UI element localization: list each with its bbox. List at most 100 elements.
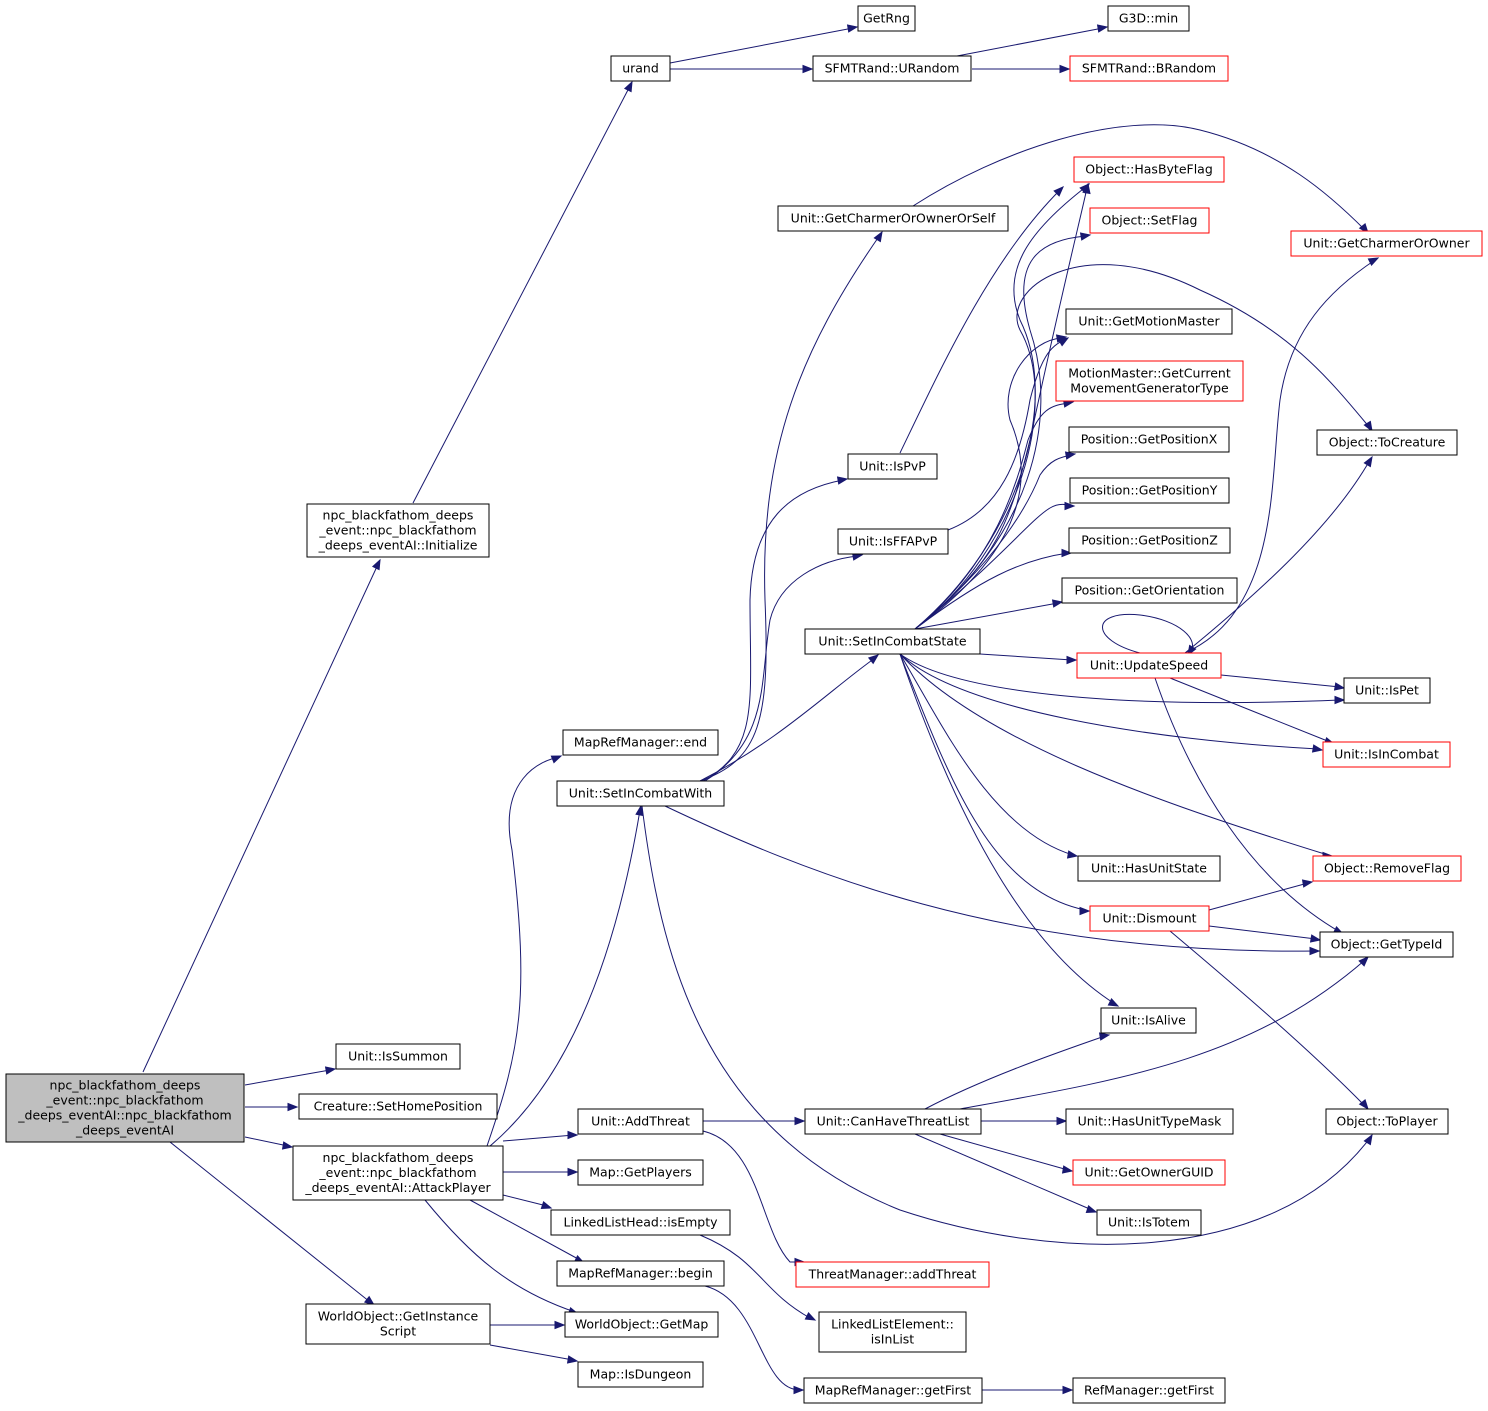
node-label: Unit::GetCharmerOrOwner [1303,236,1470,251]
node-box [1096,1209,1202,1236]
node-sethomeposition[interactable]: Creature::SetHomePosition [298,1093,498,1120]
node-isalive[interactable]: Unit::IsAlive [1100,1007,1197,1034]
node-toplayer[interactable]: Object::ToPlayer [1325,1108,1449,1135]
node-ispvp[interactable]: Unit::IsPvP [847,453,938,480]
node-box [1072,1159,1226,1186]
node-setflag[interactable]: Object::SetFlag [1089,207,1210,234]
edge-arrowhead-37 [1079,232,1092,241]
node-isinlist[interactable]: LinkedListElement::isInList [818,1311,967,1353]
edge-arrowhead-14 [540,1200,553,1210]
node-label: Unit::IsFFAPvP [849,534,938,549]
node-maprefend[interactable]: MapRefManager::end [562,729,719,756]
node-maprefbegin[interactable]: MapRefManager::begin [556,1260,725,1287]
edge-48 [979,653,1073,661]
node-getmotionmaster[interactable]: Unit::GetMotionMaster [1065,308,1233,335]
edge-arrowhead-41 [1064,451,1077,460]
node-isincombat[interactable]: Unit::IsInCombat [1322,741,1451,768]
node-getcurrentmovement[interactable]: MotionMaster::GetCurrentMovementGenerato… [1055,360,1244,402]
node-box [305,1303,491,1345]
node-box [1065,308,1233,335]
node-box [1316,429,1458,456]
node-getrng[interactable]: GetRng [857,5,916,32]
edge-35 [914,187,1088,630]
node-getplayers[interactable]: Map::GetPlayers [577,1159,704,1186]
node-brandom[interactable]: SFMTRand::BRandom [1069,55,1229,82]
node-getcharmerownerself[interactable]: Unit::GetCharmerOrOwnerOrSelf [777,205,1009,232]
node-addthreat[interactable]: Unit::AddThreat [577,1108,704,1135]
node-getownerguid[interactable]: Unit::GetOwnerGUID [1072,1159,1226,1186]
node-box [804,1108,982,1135]
node-label: Unit::IsSummon [348,1049,448,1064]
edge-16 [424,1199,576,1313]
node-label: Unit::IsInCombat [1334,747,1439,762]
node-label: Object::GetTypeId [1331,937,1443,952]
node-tocreature[interactable]: Object::ToCreature [1316,429,1458,456]
node-refgetfirst[interactable]: RefManager::getFirst [1072,1377,1226,1404]
edge-55 [1220,674,1341,688]
edge-arrowhead-23 [1309,946,1321,956]
node-getpositionz[interactable]: Position::GetPositionZ [1068,527,1231,554]
node-dismount[interactable]: Unit::Dismount [1089,905,1210,932]
edge-arrowhead-1 [324,1066,337,1075]
node-issummon[interactable]: Unit::IsSummon [335,1043,461,1070]
node-urandom[interactable]: SFMTRand::URandom [812,55,972,82]
node-label: G3D::min [1119,11,1178,26]
edge-56 [1169,677,1331,743]
node-isempty[interactable]: LinkedListHead::isEmpty [550,1209,731,1236]
node-threatmgraddthreat[interactable]: ThreatManager::addThreat [795,1261,990,1288]
node-hasunitstate[interactable]: Unit::HasUnitState [1077,855,1221,882]
node-box [812,55,972,82]
node-getpositionx[interactable]: Position::GetPositionX [1068,426,1230,453]
node-label: WorldObject::GetInstance [318,1309,479,1324]
node-box [292,1145,504,1201]
node-gettypeid[interactable]: Object::GetTypeId [1319,931,1454,958]
node-label: Unit::GetMotionMaster [1078,314,1220,329]
node-label: Unit::IsAlive [1111,1013,1186,1028]
node-box [564,1311,719,1338]
node-setincombatwith[interactable]: Unit::SetInCombatWith [556,780,725,807]
node-urand[interactable]: urand [610,55,671,82]
node-attackplayer[interactable]: npc_blackfathom_deeps_event::npc_blackfa… [292,1145,504,1201]
edge-49 [899,653,1341,704]
node-box [795,1261,990,1288]
edge-arrowhead-17 [554,1320,566,1330]
edge-20 [699,234,881,782]
node-removeflag[interactable]: Object::RemoveFlag [1312,855,1462,882]
node-hasunittypemask[interactable]: Unit::HasUnitTypeMask [1065,1108,1234,1135]
edge-38 [914,264,1371,630]
edge-arrowhead-43 [1061,548,1073,558]
node-box [1089,207,1210,234]
node-getcharmerowner[interactable]: Unit::GetCharmerOrOwner [1290,230,1483,257]
node-label: Unit::CanHaveThreatList [817,1114,970,1129]
edge-21 [702,479,844,782]
node-canhavethreatlist[interactable]: Unit::CanHaveThreatList [804,1108,982,1135]
node-maprefgetfirst[interactable]: MapRefManager::getFirst [803,1377,983,1404]
edge-arrowhead-48 [1066,655,1078,665]
node-g3dmin[interactable]: G3D::min [1107,5,1190,32]
node-label: GetRng [863,11,910,26]
edge-63 [1169,930,1366,1107]
node-box [5,1073,245,1143]
node-getorientation[interactable]: Position::GetOrientation [1061,577,1238,604]
edge-22 [704,555,859,782]
node-setincombatstate[interactable]: Unit::SetInCombatState [804,628,981,655]
node-label: Script [380,1324,416,1339]
edge-arrowhead-21 [836,476,849,485]
node-ispet[interactable]: Unit::IsPet [1343,677,1431,704]
node-hasbyteflag[interactable]: Object::HasByteFlag [1073,156,1225,183]
edge-60 [1102,613,1193,654]
edge-50 [899,653,1319,750]
node-initialize[interactable]: npc_blackfathom_deeps_event::npc_blackfa… [306,503,490,558]
node-isffapvp[interactable]: Unit::IsFFAPvP [837,528,949,555]
node-isdungeon[interactable]: Map::IsDungeon [577,1361,704,1388]
node-getpositiony[interactable]: Position::GetPositionY [1069,477,1230,504]
node-updatespeed[interactable]: Unit::UpdateSpeed [1076,652,1222,679]
node-istotem[interactable]: Unit::IsTotem [1096,1209,1202,1236]
node-getmap[interactable]: WorldObject::GetMap [564,1311,719,1338]
node-box [1100,1007,1197,1034]
node-label: Object::SetFlag [1102,213,1198,228]
edge-45 [947,339,1066,531]
node-root[interactable]: npc_blackfathom_deeps_event::npc_blackfa… [5,1073,245,1143]
edge-43 [914,552,1069,630]
